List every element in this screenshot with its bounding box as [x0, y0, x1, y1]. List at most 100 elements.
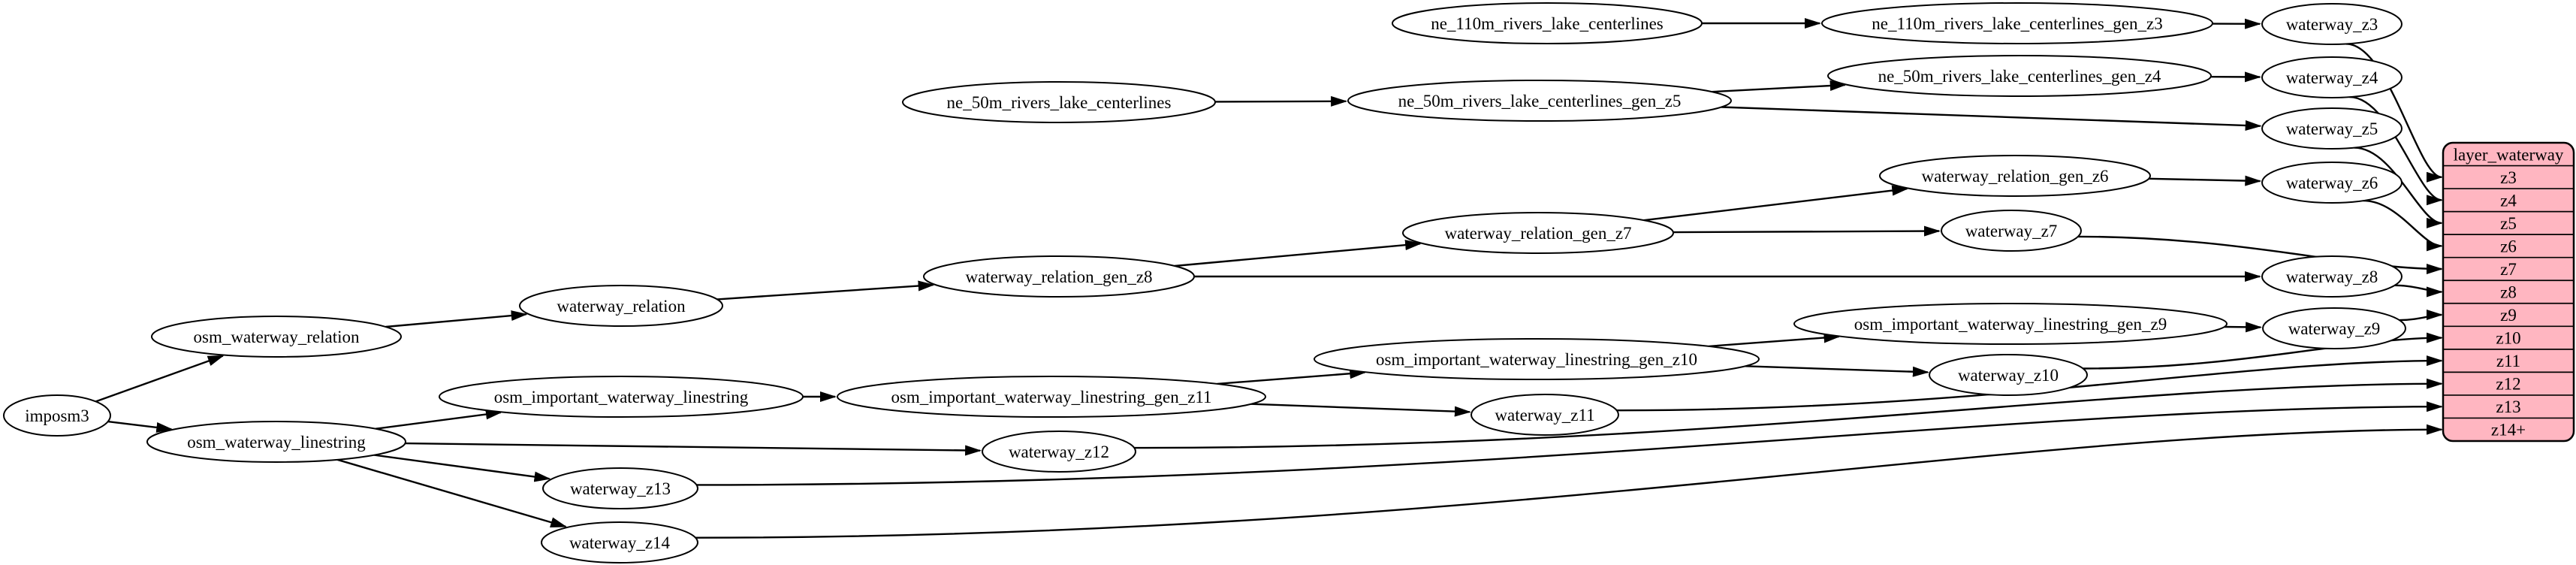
node-ellipse-waterway_z10 — [1929, 354, 2088, 396]
node-waterway_z4: waterway_z4 — [2261, 56, 2403, 98]
node-ellipse-waterway_z11 — [1470, 394, 1619, 436]
edge-waterway_relation_gen_z7-to-waterway_z7 — [1673, 225, 1941, 237]
node-ellipse-waterway_z6 — [2261, 162, 2403, 204]
edge-waterway_z11-to-layer_waterway-z11 — [1616, 355, 2443, 412]
node-ne_110m_rivers_lake_centerlines: ne_110m_rivers_lake_centerlines — [1392, 2, 1703, 44]
node-osm_important_waterway_linestring_gen_z10: osm_important_waterway_linestring_gen_z1… — [1314, 338, 1760, 380]
edge-waterway_z3-to-layer_waterway-z3 — [2345, 43, 2443, 183]
edges-layer — [95, 18, 2443, 539]
node-ellipse-osm_important_waterway_linestring — [439, 376, 804, 418]
node-label-waterway_z13: waterway_z13 — [570, 479, 671, 498]
node-label-osm_important_waterway_linestring_gen_z9: osm_important_waterway_linestring_gen_z9 — [1854, 315, 2167, 334]
edge-imposm3-to-osm_waterway_linestring — [107, 420, 173, 433]
node-ellipse-osm_important_waterway_linestring_gen_z9 — [1793, 303, 2228, 345]
node-ellipse-waterway_z8 — [2261, 255, 2403, 298]
table-row-z13: z13 — [2496, 397, 2520, 416]
node-osm_waterway_relation: osm_waterway_relation — [151, 316, 402, 358]
node-ne_50m_rivers_lake_centerlines_gen_z5: ne_50m_rivers_lake_centerlines_gen_z5 — [1347, 80, 1732, 122]
edge-imposm3-to-osm_waterway_relation — [95, 355, 225, 403]
edge-osm_important_waterway_linestring_gen_z9-to-waterway_z9 — [2224, 322, 2263, 333]
edge-waterway_z7-to-layer_waterway-z7 — [2077, 235, 2443, 274]
node-ellipse-ne_50m_rivers_lake_centerlines — [902, 81, 1216, 123]
node-ellipse-waterway_z14 — [541, 521, 698, 563]
node-label-osm_important_waterway_linestring_gen_z10: osm_important_waterway_linestring_gen_z1… — [1376, 350, 1697, 369]
edge-osm_waterway_relation-to-waterway_relation — [385, 310, 528, 328]
table-row-z9: z9 — [2500, 306, 2517, 325]
table-row-z11: z11 — [2496, 352, 2520, 370]
node-ellipse-waterway_z4 — [2261, 56, 2403, 98]
edge-waterway_z12-to-layer_waterway-z12 — [1134, 378, 2443, 449]
node-ellipse-imposm3 — [3, 394, 111, 437]
node-osm_important_waterway_linestring_gen_z11: osm_important_waterway_linestring_gen_z1… — [837, 376, 1266, 418]
node-label-waterway_z12: waterway_z12 — [1009, 443, 1109, 461]
node-label-waterway_z9: waterway_z9 — [2288, 319, 2381, 338]
node-label-ne_50m_rivers_lake_centerlines_gen_z5: ne_50m_rivers_lake_centerlines_gen_z5 — [1398, 92, 1682, 110]
edge-waterway_z5-to-layer_waterway-z5 — [2354, 147, 2443, 228]
edge-osm_important_waterway_linestring_gen_z11-to-waterway_z11 — [1250, 403, 1471, 417]
node-label-waterway_z7: waterway_z7 — [1965, 222, 2058, 240]
edge-waterway_relation_gen_z6-to-waterway_z6 — [2149, 175, 2262, 186]
node-ellipse-osm_waterway_relation — [151, 316, 402, 358]
node-waterway_z11: waterway_z11 — [1470, 394, 1619, 436]
node-label-waterway_relation_gen_z8: waterway_relation_gen_z8 — [965, 267, 1152, 286]
node-label-waterway_z4: waterway_z4 — [2286, 68, 2378, 87]
node-ellipse-waterway_z12 — [982, 431, 1136, 473]
edge-osm_important_waterway_linestring_gen_z11-to-osm_important_waterway_linestring_gen_z10 — [1217, 368, 1367, 385]
edge-waterway_z9-to-layer_waterway-z9 — [2399, 310, 2443, 322]
edge-waterway_z4-to-layer_waterway-z4 — [2349, 95, 2443, 206]
edge-waterway_z10-to-layer_waterway-z10 — [2083, 332, 2443, 370]
node-waterway_z9: waterway_z9 — [2262, 307, 2406, 349]
edge-osm_waterway_linestring-to-waterway_z12 — [405, 442, 982, 456]
edge-osm_important_waterway_linestring_gen_z10-to-waterway_z10 — [1745, 365, 1929, 377]
table-layer_waterway: layer_waterwayz3z4z5z6z7z8z9z10z11z12z13… — [2442, 141, 2575, 443]
node-ellipse-waterway_relation_gen_z6 — [1879, 155, 2151, 197]
edge-ne_50m_rivers_lake_centerlines-to-ne_50m_rivers_lake_centerlines_gen_z5 — [1214, 95, 1348, 107]
node-label-waterway_z11: waterway_z11 — [1495, 406, 1594, 425]
node-ellipse-osm_important_waterway_linestring_gen_z10 — [1314, 338, 1760, 380]
table-row-z7: z7 — [2500, 260, 2517, 279]
node-label-waterway_z8: waterway_z8 — [2286, 267, 2378, 286]
node-label-ne_50m_rivers_lake_centerlines_gen_z4: ne_50m_rivers_lake_centerlines_gen_z4 — [1878, 67, 2161, 86]
node-waterway_z14: waterway_z14 — [541, 521, 698, 563]
node-label-osm_important_waterway_linestring: osm_important_waterway_linestring — [494, 388, 749, 406]
node-waterway_z8: waterway_z8 — [2261, 255, 2403, 298]
node-osm_important_waterway_linestring: osm_important_waterway_linestring — [439, 376, 804, 418]
node-waterway_z7: waterway_z7 — [1941, 210, 2082, 252]
node-ellipse-waterway_z5 — [2261, 107, 2403, 150]
table-row-z3: z3 — [2500, 168, 2517, 187]
edge-waterway_z13-to-layer_waterway-z13 — [696, 401, 2443, 486]
table-row-z6: z6 — [2500, 237, 2517, 255]
node-ne_50m_rivers_lake_centerlines_gen_z4: ne_50m_rivers_lake_centerlines_gen_z4 — [1827, 55, 2212, 97]
node-waterway_z6: waterway_z6 — [2261, 162, 2403, 204]
edge-osm_waterway_linestring-to-waterway_z14 — [336, 458, 568, 528]
edge-waterway_relation-to-waterway_relation_gen_z8 — [716, 280, 935, 301]
node-waterway_z5: waterway_z5 — [2261, 107, 2403, 150]
node-label-waterway_z14: waterway_z14 — [569, 533, 671, 552]
edge-osm_waterway_linestring-to-waterway_z13 — [374, 454, 551, 482]
node-osm_waterway_linestring: osm_waterway_linestring — [146, 421, 406, 463]
table-row-z12: z12 — [2496, 375, 2520, 394]
node-ellipse-waterway_relation_gen_z7 — [1402, 212, 1674, 254]
edge-osm_waterway_linestring-to-osm_important_waterway_linestring — [376, 409, 502, 430]
node-ellipse-ne_50m_rivers_lake_centerlines_gen_z4 — [1827, 55, 2212, 97]
node-waterway_relation_gen_z8: waterway_relation_gen_z8 — [923, 255, 1195, 298]
table-row-z5: z5 — [2500, 214, 2517, 233]
edge-waterway_z14-to-layer_waterway-z14+ — [695, 424, 2443, 539]
node-ellipse-waterway_z13 — [542, 467, 698, 509]
node-label-osm_waterway_relation: osm_waterway_relation — [194, 328, 360, 346]
node-ellipse-osm_waterway_linestring — [146, 421, 406, 463]
node-ellipse-ne_110m_rivers_lake_centerlines — [1392, 2, 1703, 44]
node-waterway_relation: waterway_relation — [519, 285, 723, 327]
node-ne_50m_rivers_lake_centerlines: ne_50m_rivers_lake_centerlines — [902, 81, 1216, 123]
table-row-z8: z8 — [2500, 283, 2517, 302]
node-label-waterway_relation_gen_z7: waterway_relation_gen_z7 — [1444, 224, 1631, 243]
node-label-osm_important_waterway_linestring_gen_z11: osm_important_waterway_linestring_gen_z1… — [891, 388, 1211, 406]
node-waterway_z13: waterway_z13 — [542, 467, 698, 509]
node-waterway_relation_gen_z7: waterway_relation_gen_z7 — [1402, 212, 1674, 254]
node-ellipse-waterway_z9 — [2262, 307, 2406, 349]
node-waterway_z10: waterway_z10 — [1929, 354, 2088, 396]
node-waterway_z12: waterway_z12 — [982, 431, 1136, 473]
node-label-osm_waterway_linestring: osm_waterway_linestring — [187, 433, 366, 452]
